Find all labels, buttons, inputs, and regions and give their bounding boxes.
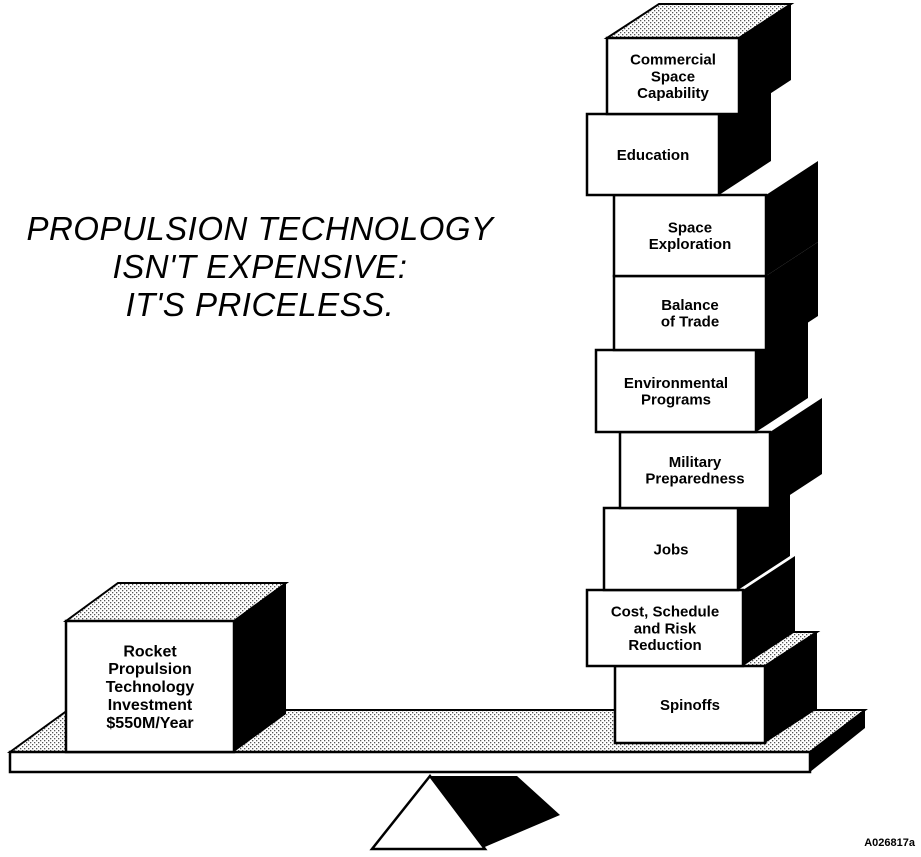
benefit-box-spinoffs-side xyxy=(765,632,817,743)
headline: PROPULSION TECHNOLOGY ISN'T EXPENSIVE: I… xyxy=(10,210,510,324)
benefit-box-military-label-line: Preparedness xyxy=(645,471,744,488)
fulcrum-shadow xyxy=(430,776,560,849)
benefit-box-risk-label-line: Cost, Schedule xyxy=(611,603,719,620)
benefit-box-commercial-label-line: Space xyxy=(651,68,695,85)
investment-box-label-line: Investment xyxy=(108,697,193,714)
headline-line-2: ISN'T EXPENSIVE: xyxy=(112,248,408,285)
benefit-box-risk-side xyxy=(743,556,795,666)
figure-id: A026817a xyxy=(864,837,915,849)
investment-box-side xyxy=(234,583,286,752)
benefit-box-education-label-line: Education xyxy=(617,147,690,164)
investment-box-label-line: Technology xyxy=(106,679,195,696)
investment-box-front xyxy=(64,619,236,754)
benefit-box-education: Education xyxy=(585,80,771,197)
benefit-box-trade-side xyxy=(766,242,818,350)
benefit-box-exploration-side xyxy=(766,161,818,276)
benefit-box-environmental-label-line: Environmental xyxy=(624,375,728,392)
benefit-box-military-front xyxy=(618,430,772,510)
fulcrum-triangle xyxy=(369,773,488,851)
benefit-box-education-front xyxy=(585,112,721,197)
beam-front xyxy=(8,750,812,774)
benefit-box-risk-label-line: and Risk xyxy=(634,620,697,637)
benefit-box-commercial-label-line: Commercial xyxy=(630,51,716,68)
benefit-box-trade-label-line: of Trade xyxy=(661,314,719,331)
investment-box-label-line: Rocket xyxy=(123,643,177,660)
headline-line-1: PROPULSION TECHNOLOGY xyxy=(26,210,494,247)
benefit-box-risk-front xyxy=(585,588,745,668)
fulcrum xyxy=(369,773,560,851)
benefit-box-commercial-label-line: Capability xyxy=(637,85,709,102)
headline-line-3: IT'S PRICELESS. xyxy=(125,286,395,323)
benefit-box-spinoffs-front xyxy=(613,664,767,745)
investment-box-label-line: $550M/Year xyxy=(106,715,193,732)
benefit-box-jobs-front xyxy=(602,506,740,592)
benefit-box-commercial-side xyxy=(739,4,791,114)
benefit-box-spinoffs-label-line: Spinoffs xyxy=(660,697,720,714)
benefit-box-military-label-line: Military xyxy=(669,454,722,471)
investment-box-label-line: Propulsion xyxy=(108,661,192,678)
beam-side xyxy=(810,710,865,772)
benefit-box-military-side xyxy=(770,398,822,508)
benefit-box-exploration-front xyxy=(612,193,768,278)
benefit-box-exploration-label-line: Space xyxy=(668,219,712,236)
investment-box: RocketPropulsionTechnologyInvestment$550… xyxy=(62,582,290,754)
benefit-box-jobs-label-line: Jobs xyxy=(653,541,688,558)
benefit-box-trade-front xyxy=(612,274,768,352)
benefit-box-trade-label-line: Balance xyxy=(661,297,719,314)
benefit-box-commercial-front xyxy=(605,36,741,116)
investment-block: RocketPropulsionTechnologyInvestment$550… xyxy=(62,582,290,754)
benefit-box-risk-label-line: Reduction xyxy=(628,637,701,654)
benefit-box-exploration-label-line: Exploration xyxy=(649,236,732,253)
benefit-box-environmental-label-line: Programs xyxy=(641,392,711,409)
